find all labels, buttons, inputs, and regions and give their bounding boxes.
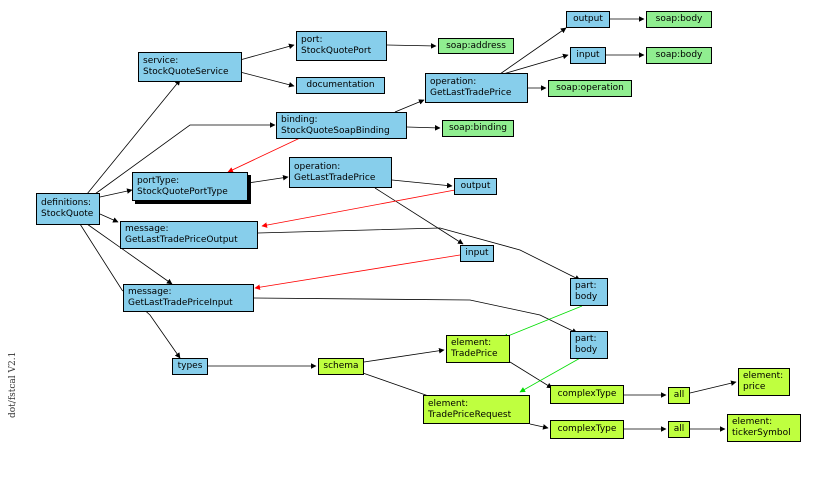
edge-traderequest-complextype xyxy=(529,423,549,430)
node-output-porttype[interactable]: output xyxy=(454,178,497,195)
edge-operation-output-pt xyxy=(391,179,453,189)
node-soap-address[interactable]: soap:address xyxy=(438,38,514,54)
node-element-tradeprice[interactable]: element: TradePrice xyxy=(446,335,510,363)
node-complextype-2[interactable]: complexType xyxy=(550,420,624,439)
edge-messageinput-part xyxy=(252,297,578,334)
node-documentation[interactable]: documentation xyxy=(296,77,385,94)
node-binding[interactable]: binding: StockQuoteSoapBinding xyxy=(276,112,407,139)
ref-input-messageinput xyxy=(254,254,461,290)
edge-all-price xyxy=(689,380,737,394)
node-element-price[interactable]: element: price xyxy=(738,368,790,396)
node-operation-binding[interactable]: operation: GetLastTradePrice xyxy=(425,73,528,103)
node-message-output[interactable]: message: GetLastTradePriceOutput xyxy=(120,221,258,249)
node-schema[interactable]: schema xyxy=(318,358,364,375)
node-definitions[interactable]: definitions: StockQuote xyxy=(36,193,100,225)
node-output-top[interactable]: output xyxy=(566,11,610,28)
version-label: dot/fstcal V2.1 xyxy=(8,351,18,418)
ref-part-tradeprice xyxy=(502,305,583,339)
node-operation-porttype[interactable]: operation: GetLastTradePrice xyxy=(289,157,392,188)
node-all-2[interactable]: all xyxy=(668,421,690,438)
node-part-body-1[interactable]: part: body xyxy=(570,278,608,306)
edge-service-documentation xyxy=(239,71,295,88)
node-input-porttype[interactable]: input xyxy=(460,245,494,262)
node-soap-binding[interactable]: soap:binding xyxy=(442,120,514,137)
node-service[interactable]: service: StockQuoteService xyxy=(138,52,242,82)
edge-porttype-operation xyxy=(247,174,289,184)
edge-definitions-service xyxy=(86,79,181,195)
edge-messageoutput-part xyxy=(257,227,581,281)
node-complextype-1[interactable]: complexType xyxy=(550,385,624,404)
edge-service-port xyxy=(239,43,295,61)
edge-definitions-message-output xyxy=(99,213,119,223)
node-soap-body-mid[interactable]: soap:body xyxy=(646,47,712,64)
edge-definitions-porttype xyxy=(99,188,133,198)
node-all-1[interactable]: all xyxy=(668,387,690,404)
edge-definitions-binding xyxy=(94,122,276,195)
node-types[interactable]: types xyxy=(172,358,208,375)
edge-operation-input-pt xyxy=(374,187,464,245)
ref-part-traderequest xyxy=(519,356,583,393)
node-input-top[interactable]: input xyxy=(570,47,606,64)
node-port[interactable]: port: StockQuotePort xyxy=(296,31,387,61)
node-part-body-2[interactable]: part: body xyxy=(570,331,608,359)
node-message-input[interactable]: message: GetLastTradePriceInput xyxy=(123,284,254,312)
node-element-tickersymbol[interactable]: element: tickerSymbol xyxy=(727,414,801,442)
node-element-tradepricerequest[interactable]: element: TradePriceRequest xyxy=(423,395,530,424)
node-soap-body-top[interactable]: soap:body xyxy=(646,11,712,28)
edge-operation-output xyxy=(499,27,567,75)
edge-definitions-message-input xyxy=(86,223,173,285)
edge-binding-soapbinding xyxy=(406,125,441,131)
node-porttype[interactable]: portType: StockQuotePortType xyxy=(132,172,248,201)
edge-operation-input xyxy=(502,53,569,75)
edge-binding-operation xyxy=(394,99,425,113)
edge-tradeprice-complextype xyxy=(509,361,553,389)
ref-binding-porttype xyxy=(227,137,301,173)
node-soap-operation[interactable]: soap:operation xyxy=(548,80,632,97)
edge-schema-tradeprice xyxy=(363,347,445,363)
edge-port-soapaddress xyxy=(386,43,437,49)
ref-output-messageoutput xyxy=(261,189,456,228)
